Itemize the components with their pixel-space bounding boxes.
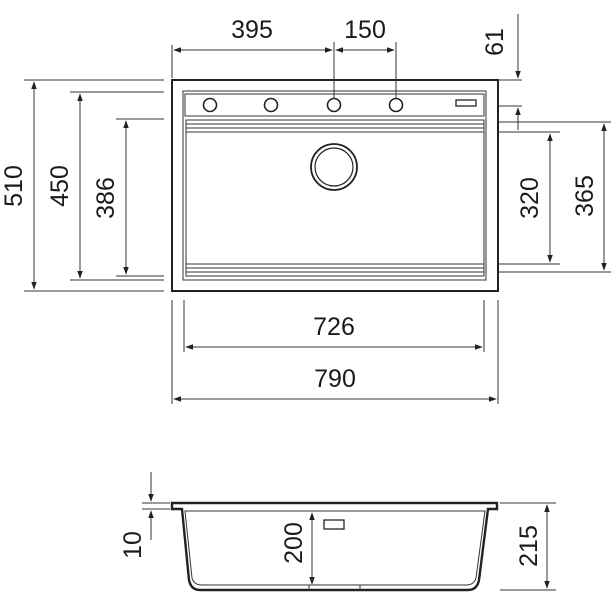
dim-label-790: 790: [314, 365, 356, 393]
overflow-slot-icon: [323, 519, 345, 530]
dim-label-320: 320: [516, 177, 544, 219]
dim-label-150: 150: [344, 16, 386, 44]
dim-label-215: 215: [515, 525, 543, 567]
overflow-slot-icon: [455, 99, 477, 107]
tap-hole-icon: [263, 97, 279, 113]
dim-label-395: 395: [231, 16, 273, 44]
dim-label-61: 61: [481, 28, 509, 56]
dim-label-450: 450: [46, 165, 74, 207]
dim-label-365: 365: [571, 175, 599, 217]
dim-label-510: 510: [0, 165, 28, 207]
top-view: 395 150 61 510 450 386 320 365 726 790: [0, 14, 611, 404]
tap-hole-icon: [388, 97, 404, 113]
tap-hole-icon: [326, 97, 342, 113]
dim-label-386: 386: [92, 177, 120, 219]
bowl-outline: [185, 119, 485, 277]
tap-hole-icon: [202, 97, 218, 113]
bowl-section-inner: [184, 510, 486, 586]
side-view: 10 200 215: [119, 472, 556, 592]
dim-label-726: 726: [313, 313, 355, 341]
sink-section-outline: [170, 501, 499, 592]
dim-label-200: 200: [280, 522, 308, 564]
drain-icon: [310, 143, 358, 191]
dim-label-10: 10: [119, 531, 147, 559]
sink-outline: [171, 79, 499, 292]
